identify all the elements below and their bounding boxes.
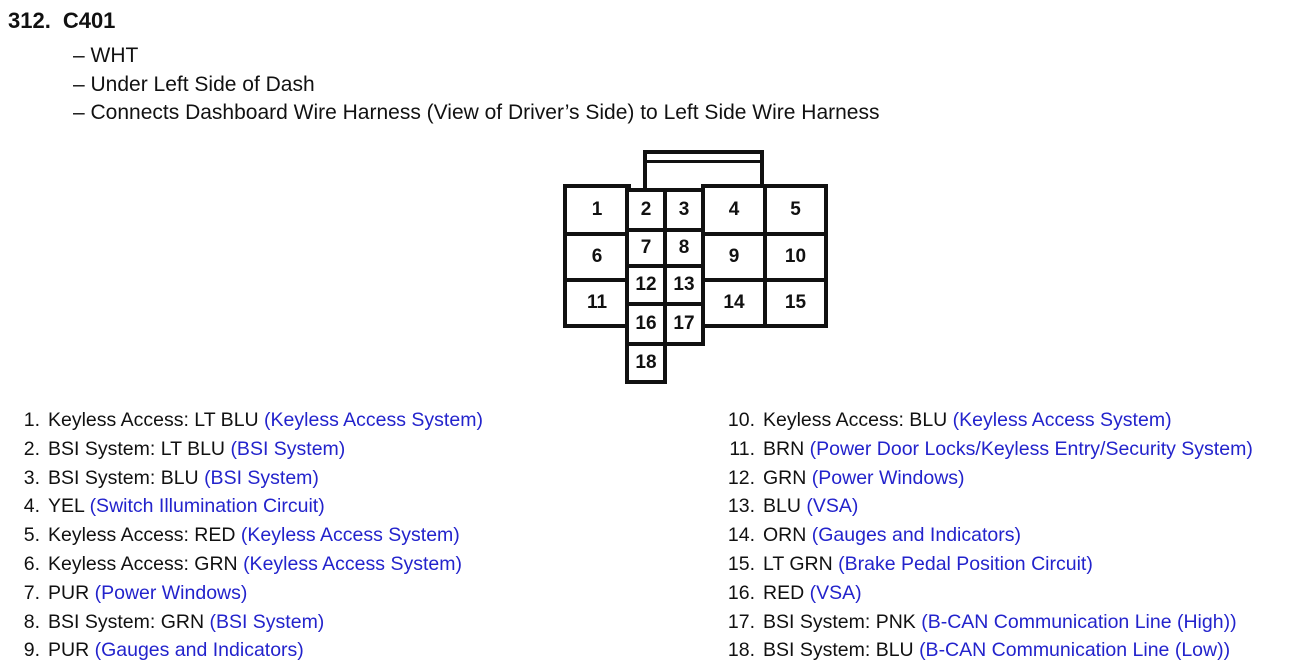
pin-list-item: 8.BSI System: GRN (BSI System) bbox=[23, 610, 325, 633]
circuit-reference-link[interactable]: (Power Windows) bbox=[811, 466, 965, 489]
circuit-reference-link[interactable]: (Brake Pedal Position Circuit) bbox=[838, 552, 1093, 575]
pin-cell-10: 10 bbox=[763, 232, 828, 282]
circuit-reference-link[interactable]: (VSA) bbox=[809, 581, 862, 604]
pin-list-item: 5.Keyless Access: RED (Keyless Access Sy… bbox=[23, 524, 460, 547]
circuit-reference-link[interactable]: (Keyless Access System) bbox=[952, 409, 1172, 431]
pin-list-item: 16.RED (VSA) bbox=[727, 581, 862, 604]
pin-list-item: 6.Keyless Access: GRN (Keyless Access Sy… bbox=[23, 552, 462, 575]
pin-cell-16: 16 bbox=[625, 302, 667, 346]
circuit-reference-link[interactable]: (Keyless Access System) bbox=[243, 552, 462, 575]
pin-list-item: 15.LT GRN (Brake Pedal Position Circuit) bbox=[727, 552, 1093, 575]
detail-connects: – Connects Dashboard Wire Harness (View … bbox=[73, 101, 880, 124]
connector-latch bbox=[643, 150, 764, 188]
pin-list-item: 2.BSI System: LT BLU (BSI System) bbox=[23, 437, 346, 460]
connector-details: – WHT – Under Left Side of Dash – Connec… bbox=[73, 42, 880, 128]
pin-list-item: 3.BSI System: BLU (BSI System) bbox=[23, 466, 319, 489]
circuit-reference-link[interactable]: (Keyless Access System) bbox=[264, 409, 483, 431]
pin-cell-18: 18 bbox=[625, 342, 667, 384]
pin-cell-14: 14 bbox=[701, 278, 767, 328]
pin-list-item: 18.BSI System: BLU (B-CAN Communication … bbox=[727, 639, 1231, 662]
pin-list-item: 11.BRN (Power Door Locks/Keyless Entry/S… bbox=[729, 437, 1253, 460]
circuit-reference-link[interactable]: (BSI System) bbox=[209, 610, 325, 633]
pin-cell-15: 15 bbox=[763, 278, 828, 328]
circuit-reference-link[interactable]: (Power Windows) bbox=[94, 581, 248, 604]
circuit-reference-link[interactable]: (BSI System) bbox=[230, 437, 346, 460]
detail-location: – Under Left Side of Dash bbox=[73, 72, 315, 96]
pin-list-item: 9.PUR (Gauges and Indicators) bbox=[23, 639, 304, 662]
pin-cell-5: 5 bbox=[763, 184, 828, 236]
pin-list-item: 17.BSI System: PNK (B-CAN Communication … bbox=[727, 610, 1237, 633]
connector-latch-bar bbox=[643, 160, 764, 163]
pin-cell-8: 8 bbox=[663, 228, 705, 268]
circuit-reference-link[interactable]: (Switch Illumination Circuit) bbox=[89, 495, 325, 518]
circuit-reference-link[interactable]: (B-CAN Communication Line (Low)) bbox=[919, 639, 1231, 662]
connector-diagram: 1 6 11 2 3 7 8 12 13 16 17 18 4 5 9 10 1… bbox=[563, 150, 828, 384]
circuit-reference-link[interactable]: (Power Door Locks/Keyless Entry/Security… bbox=[809, 437, 1253, 460]
pin-list-item: 10.Keyless Access: BLU (Keyless Access S… bbox=[727, 409, 1172, 431]
pin-list-item: 7.PUR (Power Windows) bbox=[23, 581, 248, 604]
circuit-reference-link[interactable]: (BSI System) bbox=[204, 466, 319, 489]
pin-list-right: 10.Keyless Access: BLU (Keyless Access S… bbox=[727, 406, 1253, 665]
detail-color: – WHT bbox=[73, 44, 139, 67]
pin-cell-9: 9 bbox=[701, 232, 767, 282]
pin-cell-11: 11 bbox=[563, 278, 631, 328]
pin-cell-6: 6 bbox=[563, 232, 631, 282]
pin-list-left: 1.Keyless Access: LT BLU (Keyless Access… bbox=[20, 406, 483, 665]
pin-cell-2: 2 bbox=[625, 188, 667, 232]
item-number: 312. bbox=[8, 8, 51, 33]
pin-cell-13: 13 bbox=[663, 264, 705, 306]
circuit-reference-link[interactable]: (VSA) bbox=[806, 495, 859, 518]
connector-title: 312. C401 bbox=[8, 6, 115, 36]
pin-cell-1: 1 bbox=[563, 184, 631, 236]
circuit-reference-link[interactable]: (B-CAN Communication Line (High)) bbox=[921, 610, 1237, 633]
pin-cell-7: 7 bbox=[625, 228, 667, 268]
pin-list-item: 4.YEL (Switch Illumination Circuit) bbox=[23, 495, 325, 518]
pin-cell-4: 4 bbox=[701, 184, 767, 236]
circuit-reference-link[interactable]: (Gauges and Indicators) bbox=[94, 639, 304, 662]
pin-cell-12: 12 bbox=[625, 264, 667, 306]
pin-list-item: 1.Keyless Access: LT BLU (Keyless Access… bbox=[23, 409, 483, 431]
pin-cell-3: 3 bbox=[663, 188, 705, 232]
circuit-reference-link[interactable]: (Keyless Access System) bbox=[240, 524, 460, 547]
pin-cell-17: 17 bbox=[663, 302, 705, 346]
pin-list-item: 14.ORN (Gauges and Indicators) bbox=[727, 524, 1021, 547]
circuit-reference-link[interactable]: (Gauges and Indicators) bbox=[811, 524, 1021, 547]
connector-id: C401 bbox=[62, 8, 116, 33]
pin-list-item: 13.BLU (VSA) bbox=[727, 495, 859, 518]
pin-list-item: 12.GRN (Power Windows) bbox=[727, 466, 965, 489]
